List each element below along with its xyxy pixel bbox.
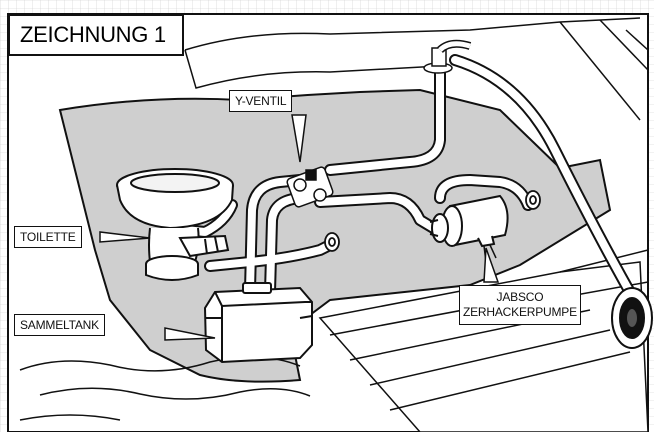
pump-label-line1: JABSCO <box>496 290 544 304</box>
y-valve-label: Y-VENTIL <box>229 90 293 112</box>
toilet <box>116 168 234 281</box>
y-valve <box>286 166 334 208</box>
holding-tank <box>203 282 313 364</box>
pump-label: JABSCO ZERHACKERPUMPE <box>459 285 581 325</box>
leader-lines <box>99 114 500 341</box>
toilet-label: TOILETTE <box>14 226 82 248</box>
deck-fitting <box>423 39 472 74</box>
hull-fittings <box>324 190 541 252</box>
holding-tank-label: SAMMELTANK <box>14 314 105 336</box>
macerator-pump <box>429 194 509 263</box>
hoses <box>179 54 646 316</box>
pump-label-line2: ZERHACKERPUMPE <box>463 305 577 319</box>
figure-title: ZEICHNUNG 1 <box>8 14 184 56</box>
outlet-flange <box>611 287 653 349</box>
deck-structure <box>184 17 649 121</box>
